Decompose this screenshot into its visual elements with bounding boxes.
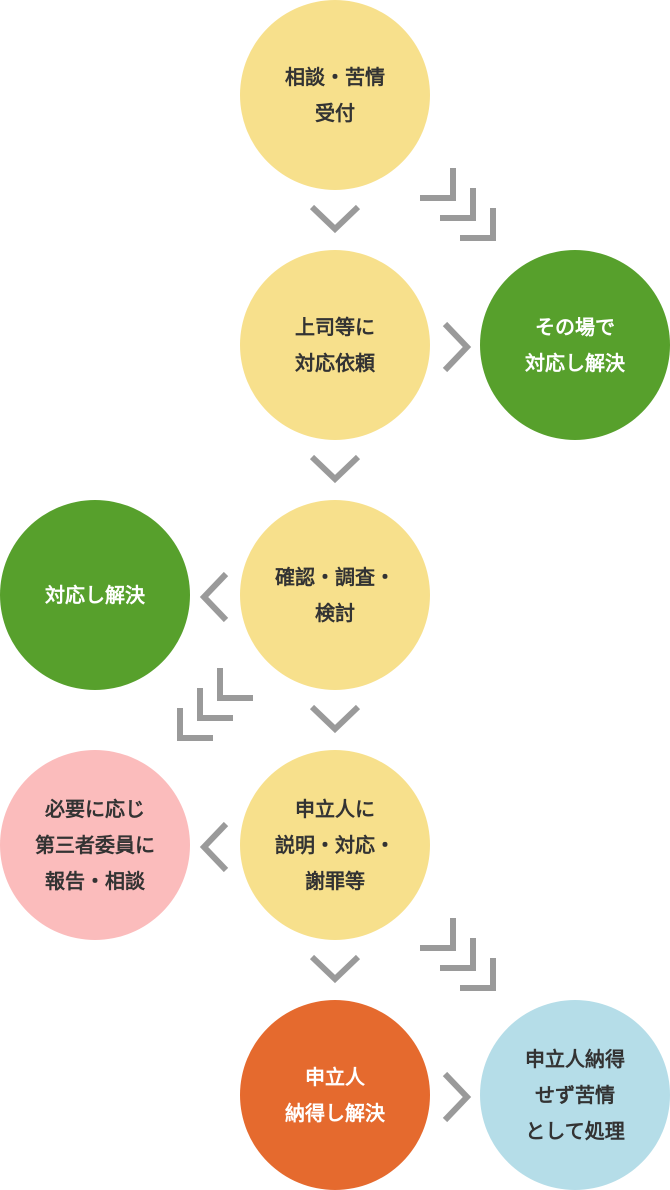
chevron-down-icon xyxy=(309,954,361,984)
triple-chevron-down-right-icon xyxy=(420,918,496,991)
node-explain: 申立人に 説明・対応・ 謝罪等 xyxy=(240,750,430,940)
triple-chevron-down-left-icon xyxy=(177,668,253,741)
node-investigate: 確認・調査・ 検討 xyxy=(240,500,430,690)
node-complainant-unsatisfied: 申立人納得 せず苦情 として処理 xyxy=(480,1000,670,1190)
chevron-left-icon xyxy=(199,821,229,873)
chevron-down-icon xyxy=(309,204,361,234)
chevron-down-icon xyxy=(309,454,361,484)
node-third-party: 必要に応じ 第三者委員に 報告・相談 xyxy=(0,750,190,940)
chevron-right-icon xyxy=(442,1071,472,1123)
chevron-right-icon xyxy=(442,321,472,373)
node-intake: 相談・苦情 受付 xyxy=(240,0,430,190)
node-resolved: 対応し解決 xyxy=(0,500,190,690)
chevron-down-icon xyxy=(309,704,361,734)
triple-chevron-down-right-icon xyxy=(420,168,496,241)
chevron-left-icon xyxy=(199,571,229,623)
node-complainant-satisfied: 申立人 納得し解決 xyxy=(240,1000,430,1190)
node-request: 上司等に 対応依頼 xyxy=(240,250,430,440)
node-resolved-on-spot: その場で 対応し解決 xyxy=(480,250,670,440)
